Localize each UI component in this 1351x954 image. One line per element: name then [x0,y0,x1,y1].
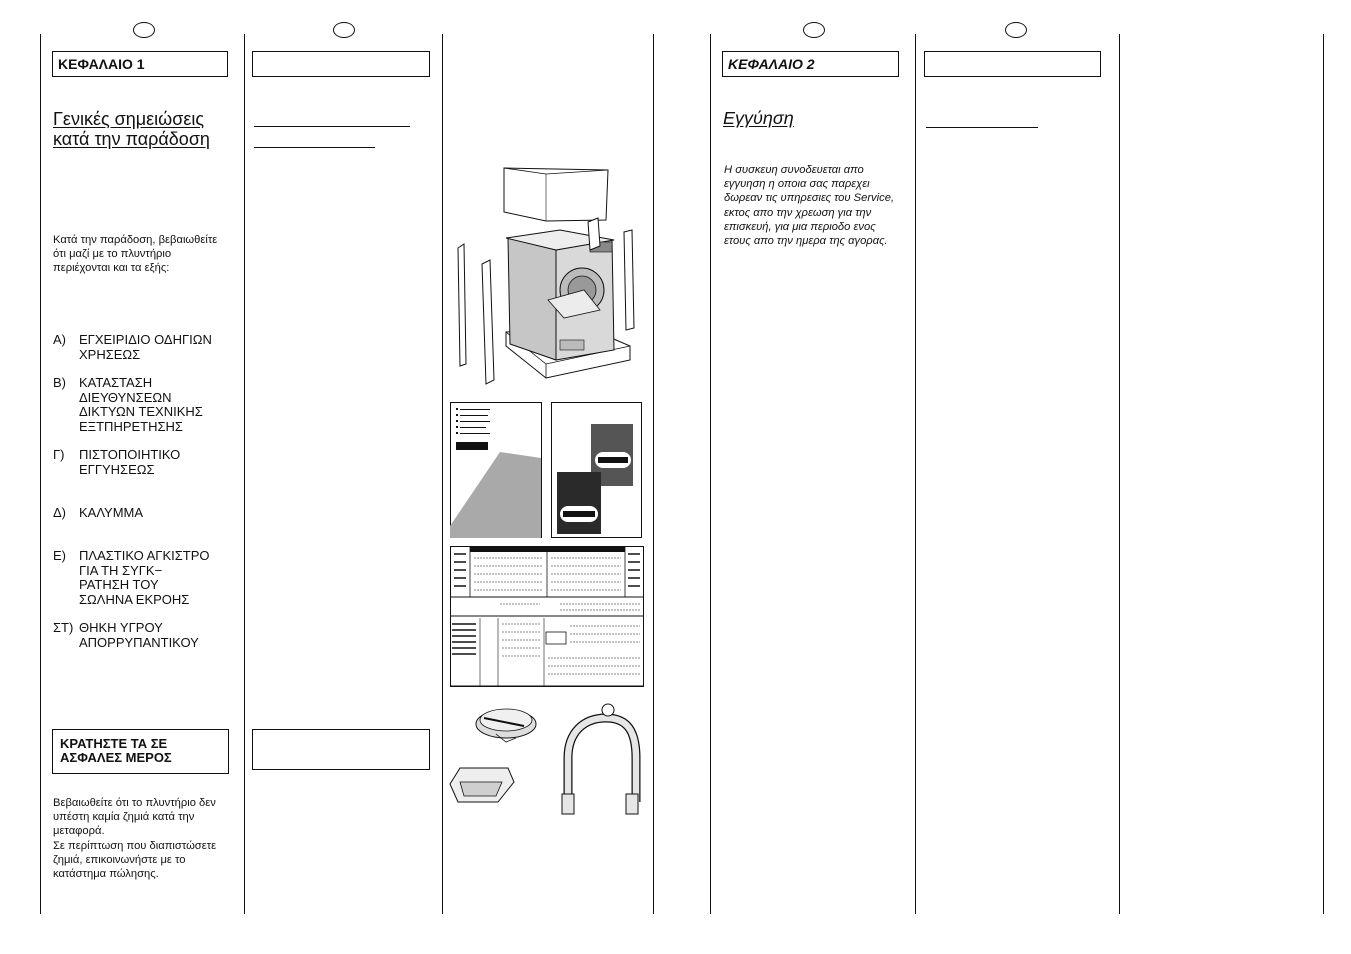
item-text: ΚΑΛΥΜΜΑ [79,505,144,520]
language-marker-icon [333,22,355,38]
accessories-illustration [449,703,641,815]
list-item: Β) ΚΑΤΑΣΤΑΣΗ ΔΙΕΥΘΥΝΣΕΩΝ ΔΙΚΤΥΩΝ ΤΕΧΝΙΚΗ… [53,375,203,434]
list-item: Ε) ΠΛΑΣΤΙΚΟ ΑΓΚΙΣΤΡΟ ΓΙΑ ΤΗ ΣΥΓΚ− ΡΑΤΗΣΗ… [53,548,210,607]
item-letter: Α) [53,332,66,347]
delivery-intro-text: Κατά την παράδοση, βεβαιωθείτε ότι μαζί … [53,234,218,275]
column-rule [915,34,916,914]
warranty-certificate-illustration [450,546,644,687]
item-text: ΘΗΚΗ ΥΓΡΟΥ ΑΠΟΡΡΥΠΑΝΤΙΚΟΥ [79,620,199,650]
chapter-1-empty-box [252,51,430,77]
title-underline [926,127,1038,128]
language-marker-icon [1005,22,1027,38]
title-line: Γενικές σημειώσεις [53,109,205,129]
keep-safe-label: ΚΡΑΤΗΣΤΕ ΤΑ ΣΕ ΑΣΦΑΛΕΣ ΜΕΡΟΣ [52,729,229,774]
title-underline [254,147,375,148]
list-item: Δ) ΚΑΛΥΜΜΑ [53,505,144,521]
item-letter: ΣΤ) [53,620,74,635]
item-letter: Ε) [53,548,66,563]
item-letter: Γ) [53,447,65,462]
chapter-2-empty-box [924,51,1101,77]
warranty-text: Η συσκευη συνοδευεται απο εγγυηση η οποι… [724,164,895,248]
column-rule [244,34,245,914]
list-item: Γ) ΠΙΣΤΟΠΟΙΗΤΙΚΟ ΕΓΓΥΗΣΕΩΣ [53,447,181,477]
item-text: ΚΑΤΑΣΤΑΣΗ ΔΙΕΥΘΥΝΣΕΩΝ ΔΙΚΤΥΩΝ ΤΕΧΝΙΚΗΣ Ε… [79,375,203,434]
title-underline [254,126,410,127]
column-rule [710,34,711,914]
item-text: ΠΙΣΤΟΠΟΙΗΤΙΚΟ ΕΓΓΥΗΣΕΩΣ [79,447,181,477]
column-rule [1119,34,1120,914]
item-letter: Δ) [53,505,67,520]
language-marker-icon [803,22,825,38]
warranty-title: Εγγύηση [723,108,794,128]
item-text: ΠΛΑΣΤΙΚΟ ΑΓΚΙΣΤΡΟ ΓΙΑ ΤΗ ΣΥΓΚ− ΡΑΤΗΣΗ ΤΟ… [79,548,210,607]
service-directory-illustration [551,402,642,538]
chapter-1-label: ΚΕΦΑΛΑΙΟ 1 [52,51,228,77]
list-item: Α) ΕΓΧΕΙΡΙΔΙΟ ΟΔΗΓΙΩΝ ΧΡΗΣΕΩΣ [53,332,212,362]
item-letter: Β) [53,375,66,390]
column-rule [40,34,41,914]
column-rule [442,34,443,914]
item-text: ΕΓΧΕΙΡΙΔΙΟ ΟΔΗΓΙΩΝ ΧΡΗΣΕΩΣ [79,332,212,362]
title-line: κατά την παράδοση [53,129,210,149]
chapter-2-label: ΚΕΦΑΛΑΙΟ 2 [722,51,899,77]
column-rule [653,34,654,914]
instruction-manual-illustration [450,402,542,538]
list-item: ΣΤ) ΘΗΚΗ ΥΓΡΟΥ ΑΠΟΡΡΥΠΑΝΤΙΚΟΥ [53,620,199,650]
transport-damage-note: Βεβαιωθείτε ότι το πλυντήριο δεν υπέστη … [53,797,217,881]
language-marker-icon [133,22,155,38]
column-rule [1323,34,1324,914]
keep-safe-empty-box [252,729,430,770]
washing-machine-illustration [457,167,635,385]
delivery-notes-title: Γενικές σημειώσεις κατά την παράδοση [53,109,238,149]
